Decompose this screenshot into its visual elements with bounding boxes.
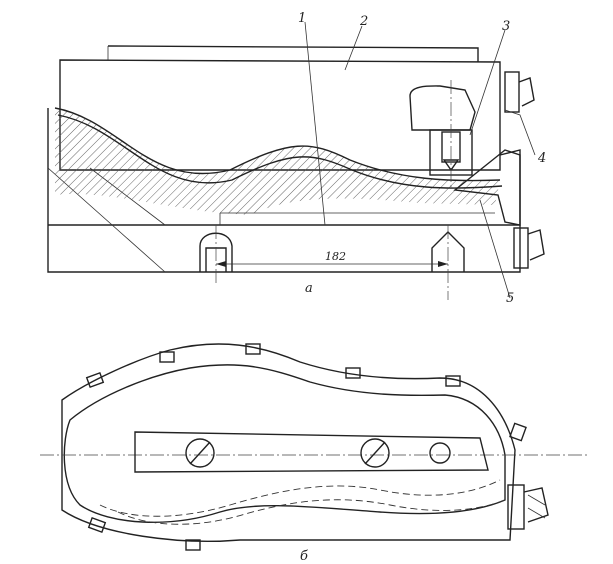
- view-b-plan: б: [40, 343, 590, 564]
- plan-inner-contour: [63, 364, 506, 523]
- plan-dashed-outline: [99, 479, 501, 517]
- clamping-bar: [134, 431, 489, 473]
- clamp-screw-assembly: [409, 80, 476, 190]
- bolt-right-bottom: [513, 227, 545, 269]
- side-clamp: [453, 149, 521, 226]
- label-part-3: 3: [502, 19, 510, 34]
- locating-pin-left: [199, 232, 233, 272]
- label-view-a: a: [305, 281, 313, 296]
- plan-bolt-right: [507, 484, 549, 530]
- label-view-b: б: [300, 549, 308, 564]
- perimeter-bolts: [85, 343, 527, 551]
- bar-screw-middle: [360, 438, 390, 468]
- label-part-4: 4: [537, 151, 546, 166]
- bar-screw-left: [185, 438, 215, 468]
- bar-hole-right: [429, 442, 451, 464]
- label-part-5: 5: [506, 291, 514, 306]
- body-outline: [47, 108, 521, 273]
- label-part-2: 2: [359, 14, 368, 29]
- top-plate-raised: [107, 45, 479, 62]
- dimension-line: [216, 261, 448, 267]
- bolt-right-top: [504, 71, 535, 113]
- dimension-182: 182: [325, 250, 346, 263]
- last-profile-curve: [54, 107, 501, 182]
- view-a-section: 182 1 2 3 4 5 a: [47, 11, 546, 306]
- label-part-1: 1: [298, 11, 306, 26]
- plan-outer-contour: [61, 343, 516, 542]
